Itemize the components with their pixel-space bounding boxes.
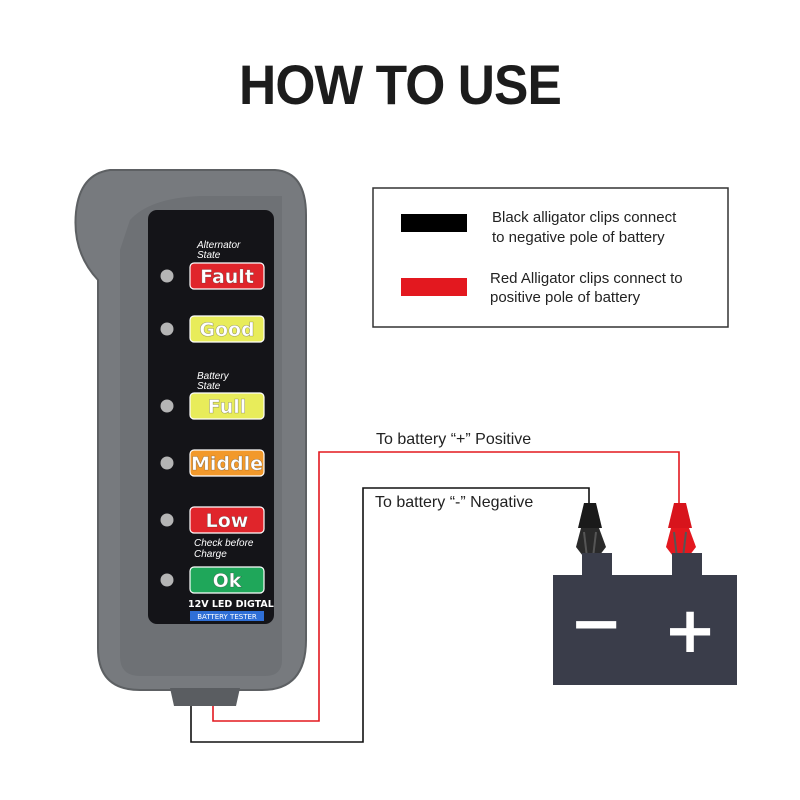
indicator-row: Fault bbox=[160, 262, 265, 290]
indicator-row: Ok bbox=[160, 566, 265, 594]
status-button-label: Good bbox=[199, 319, 254, 341]
led-indicator-dot bbox=[160, 456, 174, 470]
led-indicator-dot bbox=[160, 269, 174, 283]
legend-black-line-1: Black alligator clips connect bbox=[492, 209, 677, 226]
battery-tester-device: Alternator State Battery State Check bef… bbox=[74, 169, 307, 706]
status-button-label: Middle bbox=[191, 453, 263, 475]
status-button-label: Fault bbox=[200, 266, 254, 288]
led-indicator-dot bbox=[160, 322, 174, 336]
battery-body bbox=[553, 575, 737, 685]
indicator-row: Good bbox=[160, 315, 265, 343]
check-label-2: Charge bbox=[194, 549, 227, 560]
red-alligator-clip bbox=[666, 503, 696, 567]
battery-minus-symbol: − bbox=[569, 587, 623, 661]
status-button-label: Full bbox=[208, 396, 247, 418]
status-button-label: Ok bbox=[213, 570, 242, 592]
legend-frame bbox=[372, 187, 729, 328]
negative-wire-label: To battery “-” Negative bbox=[375, 494, 533, 511]
led-indicator-dot bbox=[160, 513, 174, 527]
black-alligator-clip bbox=[576, 503, 606, 567]
status-button-5 bbox=[189, 566, 265, 594]
wire-group bbox=[190, 451, 680, 743]
legend-box: Black alligator clips connect to negativ… bbox=[372, 187, 729, 328]
battery: − + bbox=[553, 553, 737, 685]
black-wire bbox=[190, 487, 590, 743]
device-foot bbox=[170, 688, 240, 706]
red-wire bbox=[212, 451, 680, 722]
alternator-label-2: State bbox=[197, 250, 221, 261]
led-indicator-dot bbox=[160, 399, 174, 413]
positive-wire-label: To battery “+” Positive bbox=[376, 431, 531, 448]
legend-red-line-1: Red Alligator clips connect to bbox=[490, 270, 683, 287]
legend-black-line-2: to negative pole of battery bbox=[492, 229, 665, 246]
led-indicator-dot bbox=[160, 573, 174, 587]
indicator-row: Low bbox=[160, 506, 265, 534]
brand-sub-bar bbox=[190, 611, 264, 621]
positive-terminal bbox=[672, 553, 702, 575]
red-clip-swatch bbox=[401, 278, 467, 296]
status-button-4 bbox=[189, 506, 265, 534]
black-clip-swatch bbox=[401, 214, 467, 232]
status-button-1 bbox=[189, 315, 265, 343]
battery-plus-symbol: + bbox=[663, 594, 717, 668]
status-button-2 bbox=[189, 392, 265, 420]
brand-sub: BATTERY TESTER bbox=[197, 613, 257, 621]
page-title: HOW TO USE bbox=[239, 53, 562, 116]
status-button-0 bbox=[189, 262, 265, 290]
status-button-3 bbox=[189, 449, 265, 477]
indicator-row: Full bbox=[160, 392, 265, 420]
negative-terminal bbox=[582, 553, 612, 575]
check-label-1: Check before bbox=[194, 538, 254, 549]
indicator-row: Middle bbox=[160, 449, 265, 477]
legend-red-line-2: positive pole of battery bbox=[490, 289, 641, 306]
status-button-label: Low bbox=[206, 510, 249, 532]
battery-label-1: Battery bbox=[197, 371, 230, 382]
brand-line: 12V LED DIGTAL bbox=[188, 599, 274, 610]
alternator-label-1: Alternator bbox=[196, 240, 241, 251]
battery-label-2: State bbox=[197, 381, 221, 392]
